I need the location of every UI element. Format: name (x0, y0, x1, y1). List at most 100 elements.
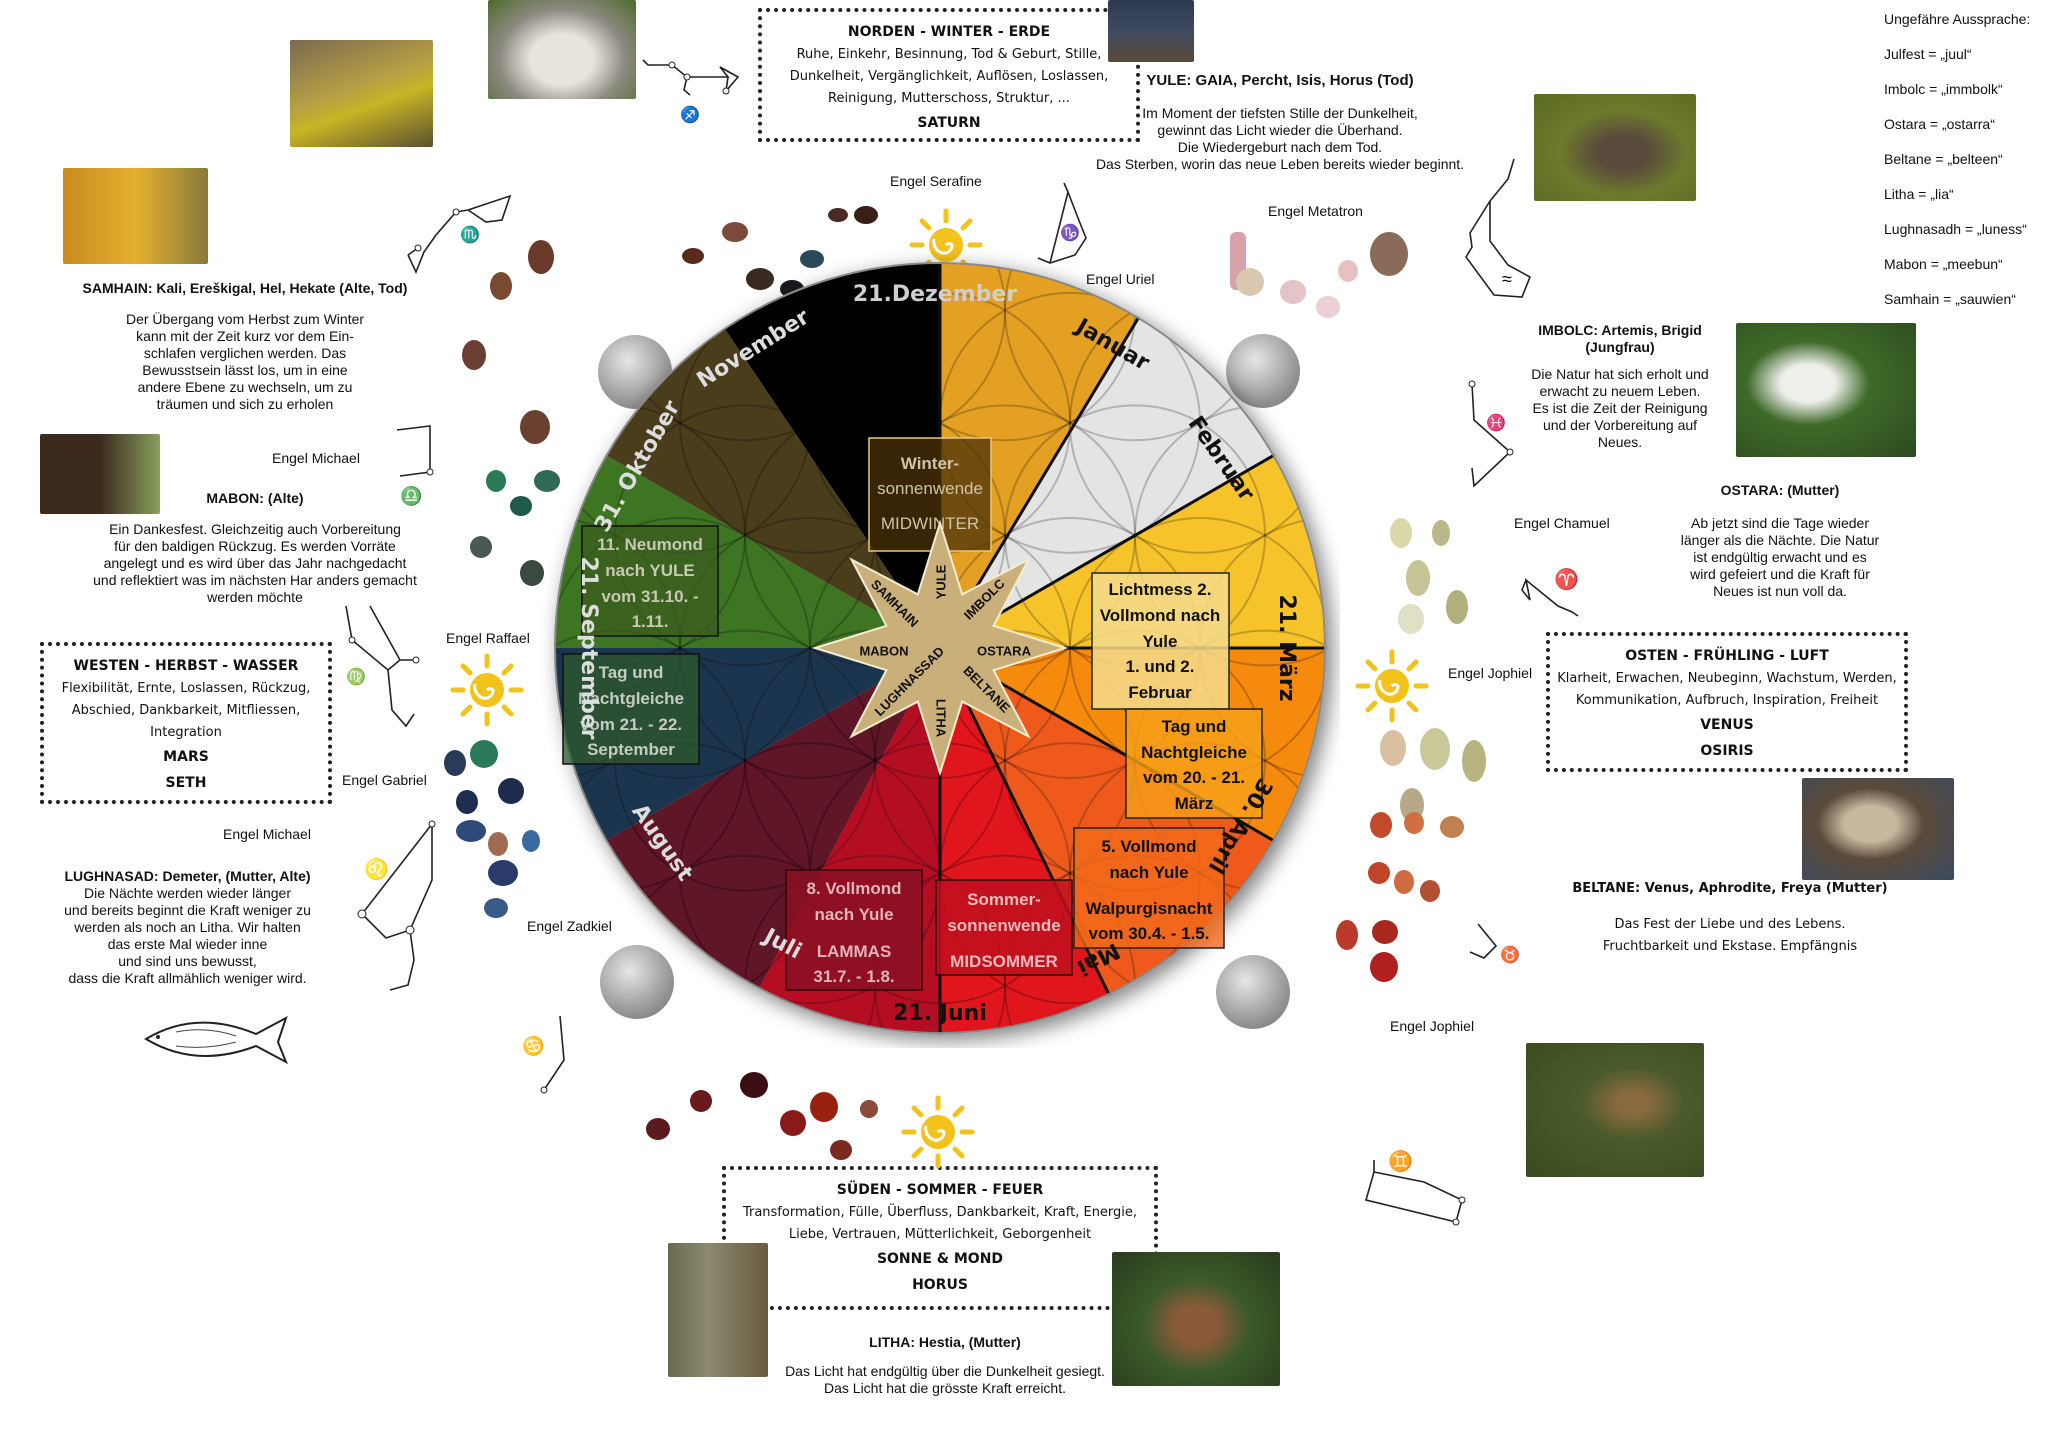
samhain-line: träumen und sich zu erholen (156, 396, 334, 412)
south-heading: SÜDEN - SOMMER - FEUER (836, 1182, 1044, 1198)
ostara-line: Ab jetzt sind die Tage wieder (1691, 515, 1869, 531)
ostara-title: OSTARA: (Mutter) (1720, 482, 1840, 498)
angel-jophiel: Engel Jophiel (1448, 665, 1533, 681)
ostara-line: wird gefeiert und die Kraft für (1690, 566, 1870, 582)
midwinter-line: Winter- (901, 454, 959, 473)
svg-text:♑: ♑ (1060, 223, 1080, 242)
star-label-yule: YULE (933, 564, 948, 599)
sun-spiral-icon (901, 1095, 975, 1169)
lughnasad-line: und sind uns bewusst, (118, 953, 257, 969)
sabbat-star: YULE IMBOLC OSTARA BELTANE LITHA LUGHNAS… (811, 519, 1069, 777)
east-line: Kommunikation, Aufbruch, Inspiration, Fr… (1575, 693, 1879, 708)
woodpecker-photo (668, 1243, 768, 1377)
angel-michael: Engel Michael (272, 450, 360, 466)
lichtmess-line: Yule (1143, 632, 1178, 651)
svg-text:♋: ♋ (522, 1035, 544, 1056)
north-box: NORDEN - WINTER - ERDE Ruhe, Einkehr, Be… (758, 8, 1140, 142)
east-heading: OSTEN - FRÜHLING - LUFT (1625, 648, 1829, 664)
eagle-photo (1802, 778, 1954, 880)
svg-text:♐: ♐ (680, 105, 700, 124)
north-line: Ruhe, Einkehr, Besinnung, Tod & Geburt, … (796, 47, 1102, 62)
lichtmess-line: Lichtmess 2. (1109, 580, 1212, 599)
samhain-title: SAMHAIN: Kali, Ereškigal, Hel, Hekate (A… (82, 280, 408, 296)
midsommer-box: Sommer- sonnenwende MIDSOMMER (935, 879, 1073, 976)
south-line: Transformation, Fülle, Überfluss, Dankba… (742, 1205, 1138, 1220)
mabon-line: Ein Dankesfest. Gleichzeitig auch Vorber… (109, 521, 401, 537)
west-line: Abschied, Dankbarkeit, Mitfliessen, (71, 703, 301, 718)
snake-photo (290, 40, 433, 147)
west-line: Integration (150, 725, 222, 740)
pronunciation-item: Julfest = „juul“ (1884, 46, 1972, 62)
angel-zadkiel: Engel Zadkiel (527, 918, 612, 934)
lammas-line: nach Yule (814, 905, 893, 924)
east-deity: OSIRIS (1700, 743, 1754, 759)
imbolc-line: Neues. (1597, 434, 1643, 450)
west-deity: SETH (165, 775, 207, 791)
walpurgis-line: 5. Vollmond (1101, 837, 1196, 856)
neumond-line: 1.11. (632, 612, 669, 631)
svg-text:♍: ♍ (346, 667, 366, 686)
pronunciation-item: Litha = „lia“ (1884, 186, 1954, 202)
crow-photo (63, 168, 208, 264)
mabon-line: für den baldigen Rückzug. Es werden Vorr… (114, 538, 396, 554)
beltane-line: Fruchtbarkeit und Ekstase. Empfängnis (1602, 939, 1858, 954)
virgo-constellation-icon: ♍ (345, 605, 420, 728)
lammas-line: LAMMAS (817, 942, 892, 961)
samhain-line: kann mit der Zeit kurz vor dem Ein- (136, 328, 354, 344)
pronunciation-item: Samhain = „sauwien“ (1884, 291, 2016, 307)
beltane-line: Das Fest der Liebe und des Lebens. (1614, 917, 1846, 932)
beltane-description: BELTANE: Venus, Aphrodite, Freya (Mutter… (1570, 878, 1890, 958)
midwinter-line: sonnenwende (877, 479, 983, 498)
walpurgis-line: vom 30.4. - 1.5. (1089, 924, 1210, 943)
imbolc-line: Die Natur hat sich erholt und (1531, 366, 1709, 382)
spring-equinox-line: vom 20. - 21. (1143, 768, 1245, 787)
spring-equinox-line: Tag und (1162, 717, 1227, 736)
svg-text:♎: ♎ (400, 485, 422, 506)
star-label-mabon: MABON (859, 643, 908, 658)
svg-text:♏: ♏ (460, 225, 480, 244)
samhain-line: andere Ebene zu wechseln, um zu (137, 379, 353, 395)
sabbat-star-shape (811, 519, 1069, 777)
imbolc-line: und der Vorbereitung auf (1542, 417, 1698, 433)
mabon-line: werden möchte (207, 589, 303, 605)
beltane-title: BELTANE: Venus, Aphrodite, Freya (Mutter… (1572, 881, 1888, 896)
lughnasad-line: und bereits beginnt die Kraft weniger zu (64, 902, 311, 918)
neumond-line: vom 31.10. - (601, 587, 698, 606)
pronunciation-item: Ostara = „ostarra“ (1884, 116, 1995, 132)
north-line: Dunkelheit, Vergänglichkeit, Auflösen, L… (789, 69, 1109, 84)
yule-line: Im Moment der tiefsten Stille der Dunkel… (1142, 105, 1418, 121)
lammas-line: 8. Vollmond (806, 879, 901, 898)
mabon-title: MABON: (Alte) (206, 490, 304, 506)
pronunciation-list: Ungefähre Aussprache: Julfest = „juul“ I… (1884, 2, 2044, 317)
spring-equinox-line: Nachtgleiche (1141, 743, 1247, 762)
litha-title: LITHA: Hestia, (Mutter) (869, 1334, 1021, 1350)
pronunciation-item: Beltane = „belteen“ (1884, 151, 2003, 167)
angel-chamuel: Engel Chamuel (1514, 515, 1610, 531)
wolf-photo (1736, 323, 1916, 457)
full-moon-icon (1216, 955, 1290, 1029)
east-line: Klarheit, Erwachen, Neubeginn, Wachstum,… (1557, 671, 1897, 686)
west-planet: MARS (163, 749, 209, 765)
lughnasad-line: das erste Mal wieder inne (107, 936, 268, 952)
imbolc-line: erwacht zu neuem Leben. (1539, 383, 1701, 399)
angel-metatron: Engel Metatron (1268, 203, 1363, 219)
east-planet: VENUS (1700, 717, 1754, 733)
sun-spiral-icon (450, 653, 524, 727)
autumn-equinox-line: Tag und (599, 663, 664, 682)
north-planet: SATURN (917, 115, 981, 131)
samhain-line: Der Übergang vom Herbst zum Winter (125, 311, 365, 327)
samhain-line: Bewusstsein lässt los, um in eine (142, 362, 348, 378)
imbolc-title: IMBOLC: Artemis, Brigid (Jungfrau) (1538, 322, 1702, 355)
east-box: OSTEN - FRÜHLING - LUFT Klarheit, Erwach… (1546, 632, 1908, 772)
gemini-constellation-icon: ♊ (1365, 1149, 1466, 1226)
lughnasad-line: werden als noch an Litha. Wir halten (74, 919, 301, 935)
angel-serafine: Engel Serafine (890, 173, 982, 189)
samhain-line: schlafen verglichen werden. Das (143, 345, 347, 361)
libra-constellation-icon: ♎ (396, 425, 434, 506)
imbolc-description: IMBOLC: Artemis, Brigid (Jungfrau) Die N… (1520, 322, 1720, 451)
ostara-line: Neues ist nun voll da. (1713, 583, 1847, 599)
lichtmess-box: Lichtmess 2. Vollmond nach Yule 1. und 2… (1091, 572, 1230, 710)
autumn-equinox-line: September (587, 740, 675, 759)
month-label-dezember: 21.Dezember (853, 282, 1017, 307)
svg-text:♓: ♓ (1486, 413, 1506, 432)
